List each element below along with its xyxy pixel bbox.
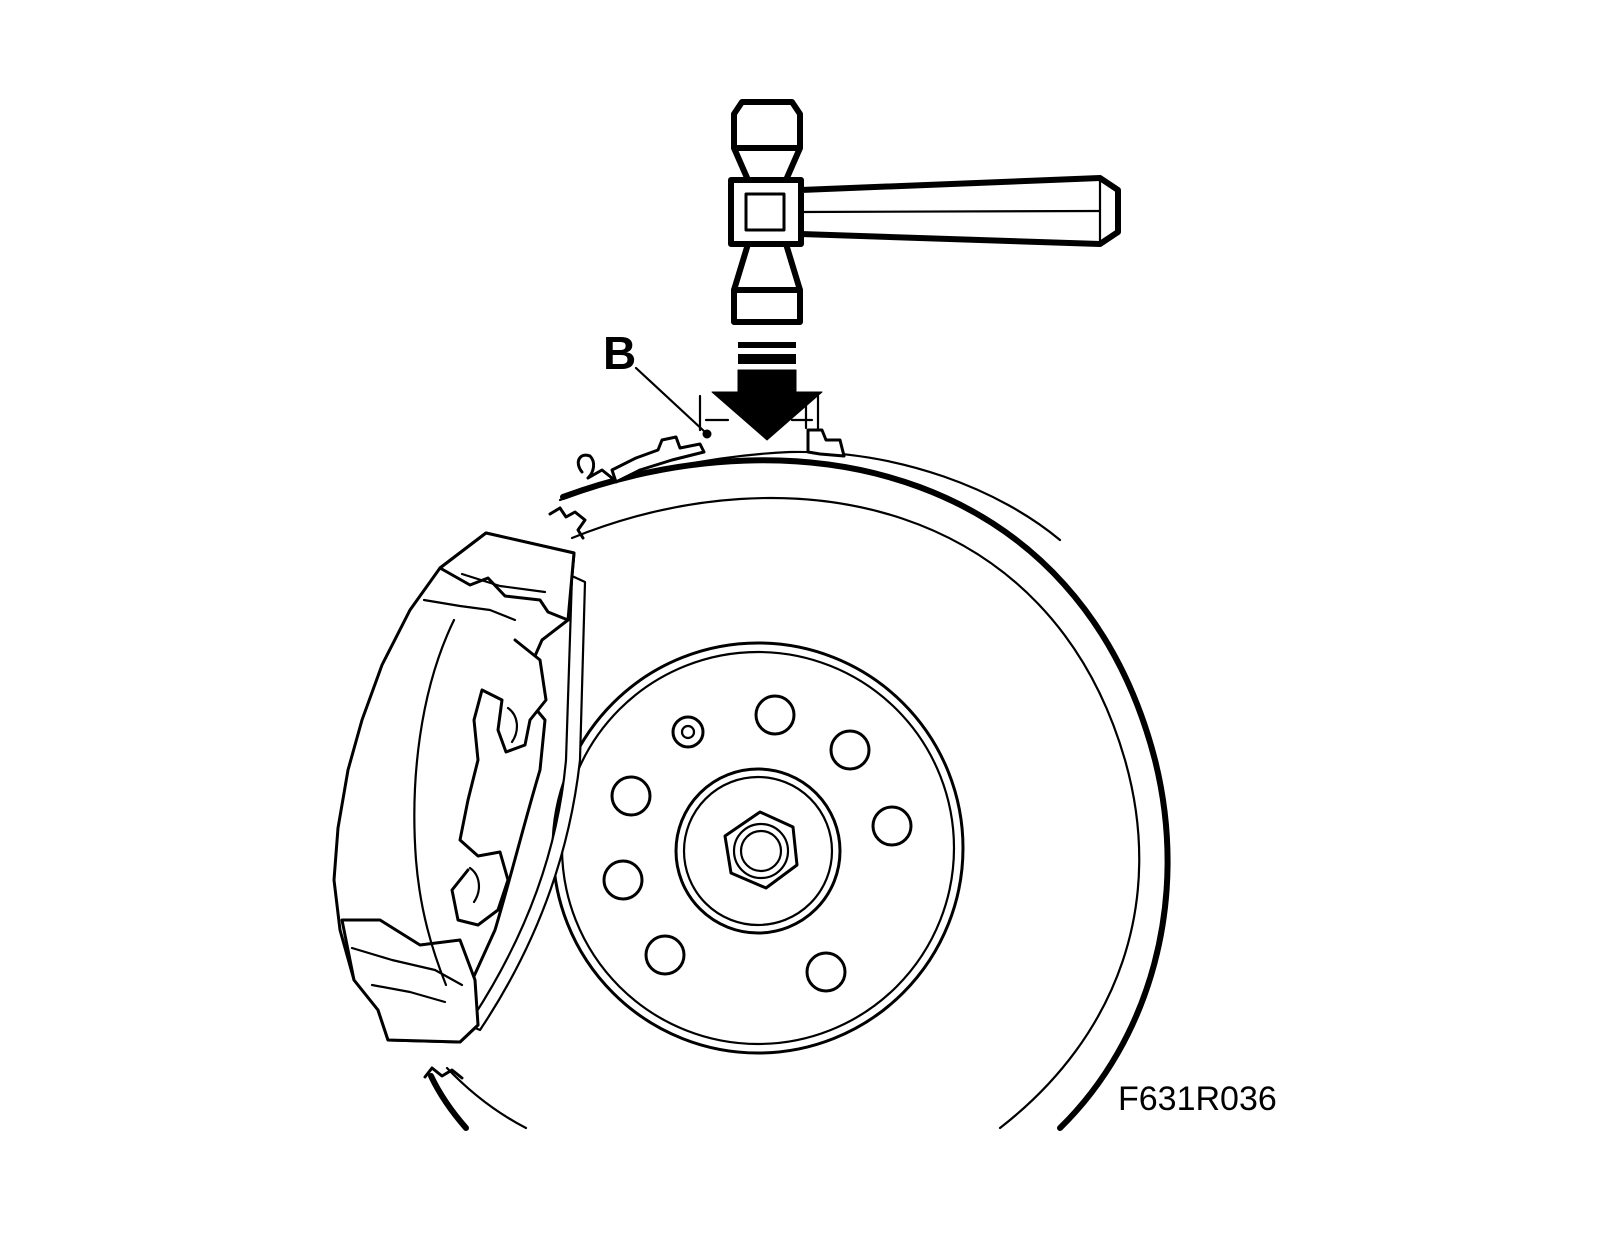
- caliper-bracket-strip: [466, 574, 587, 1032]
- caliper-bottom-lug-detail: [350, 946, 464, 1004]
- figure-id-label: F631R036: [1118, 1080, 1277, 1118]
- pad-spring-inner: [468, 706, 518, 904]
- brake-caliper: [332, 531, 587, 1044]
- locating-hole-inner: [680, 724, 696, 740]
- arrow-stripe: [738, 354, 796, 364]
- wheel-bolt-hole: [754, 694, 796, 736]
- brake-disc-ring-line: [558, 450, 1062, 542]
- hub-center-inner: [682, 775, 834, 927]
- disc-break-mark-top: [548, 506, 587, 540]
- wheel-bolt-hole: [829, 729, 871, 771]
- drift-handle-facet: [799, 209, 1102, 214]
- drift-upper-neck: [731, 145, 803, 183]
- caliper-face-curve: [413, 618, 456, 987]
- brake-disc-lower-edge: [428, 1073, 469, 1131]
- brake-disc-lower-face: [445, 1066, 528, 1130]
- drift-handle-socket: [744, 192, 786, 232]
- callout-leader-dot: [702, 429, 712, 439]
- callout-label-b: B: [603, 327, 637, 379]
- brake-disc-face-edge: [570, 496, 1141, 1130]
- wheel-bolt-hole: [871, 805, 913, 847]
- anti-rattle-clip: [576, 394, 846, 484]
- brake-disc-outer-edge: [560, 457, 1171, 1131]
- wheel-bolt-hole: [610, 775, 652, 817]
- arrow-head: [711, 369, 823, 441]
- caliper-bottom-lug: [340, 918, 480, 1044]
- disc-break-mark-bottom: [423, 1066, 464, 1080]
- clip-wire-left: [576, 453, 614, 480]
- drift-upper-cap: [731, 99, 803, 151]
- arrow-stripe: [738, 342, 796, 348]
- pad-retaining-spring: [450, 638, 548, 927]
- hub-nut-bore-inner: [739, 829, 783, 873]
- hub-nut-bore: [732, 822, 790, 880]
- hub-center-outer: [674, 767, 842, 935]
- drift-lower-neck: [731, 241, 803, 293]
- caliper-top-lug-detail: [422, 572, 547, 622]
- strike-direction-arrow: [711, 342, 823, 441]
- drift-lower-tip: [731, 287, 803, 325]
- callout-leader-line: [634, 366, 707, 434]
- locating-hole-outer: [671, 715, 705, 749]
- wheel-bolt-hole: [602, 859, 644, 901]
- wheel-bolt-hole: [644, 934, 686, 976]
- caliper-top-lug: [438, 531, 576, 622]
- clip-body: [610, 435, 706, 484]
- drift-punch-tool: [728, 99, 1121, 325]
- wheel-bolt-hole: [805, 951, 847, 993]
- clip-tab-right: [806, 428, 846, 458]
